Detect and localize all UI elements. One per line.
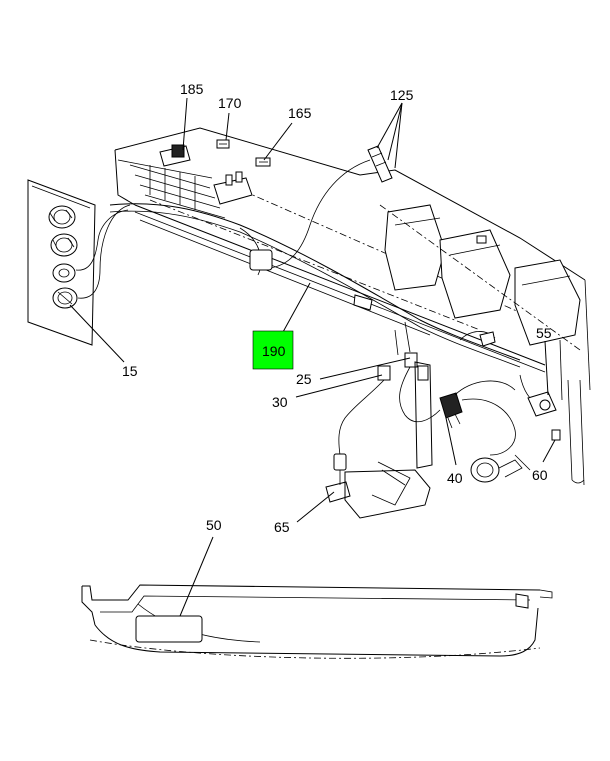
heater-control-knob xyxy=(470,454,531,483)
highlight-box[interactable] xyxy=(252,330,294,370)
leader-lines xyxy=(69,97,556,617)
relay-185 xyxy=(159,144,191,167)
highlighted-callout-190[interactable]: 190 xyxy=(252,330,294,370)
gauge-3 xyxy=(52,263,76,283)
callout-60: 60 xyxy=(532,467,548,483)
callout-170: 170 xyxy=(218,95,242,111)
callout-25: 25 xyxy=(296,371,312,387)
switch-40 xyxy=(439,380,516,456)
cover-plate-50 xyxy=(81,584,553,659)
connector-170 xyxy=(216,139,230,149)
callout-190[interactable]: 190 xyxy=(262,343,286,359)
cluster-block-1 xyxy=(384,204,446,291)
callout-125: 125 xyxy=(390,87,414,103)
callout-165: 165 xyxy=(288,105,312,121)
gauge-panel xyxy=(27,179,131,346)
dash-panel xyxy=(114,127,591,486)
callout-185: 185 xyxy=(180,81,204,97)
callout-65: 65 xyxy=(274,519,290,535)
connector-165 xyxy=(255,157,271,167)
callout-40: 40 xyxy=(447,470,463,486)
bracket-65 xyxy=(325,453,431,519)
harness-branch-25-30 xyxy=(338,321,441,469)
gauge-1 xyxy=(48,205,76,229)
callout-30: 30 xyxy=(272,394,288,410)
gauge-4 xyxy=(52,287,78,309)
gauge-2 xyxy=(50,233,78,257)
cluster-block-2 xyxy=(439,229,511,319)
cluster-block-3 xyxy=(514,259,581,346)
callout-15: 15 xyxy=(122,363,138,379)
callout-55: 55 xyxy=(536,325,552,341)
harness-connector-125 xyxy=(269,145,393,269)
main-harness-190 xyxy=(109,203,521,368)
component-60 xyxy=(551,429,561,441)
switch-assembly xyxy=(213,171,253,205)
component-55 xyxy=(519,374,557,417)
callout-50: 50 xyxy=(206,517,222,533)
